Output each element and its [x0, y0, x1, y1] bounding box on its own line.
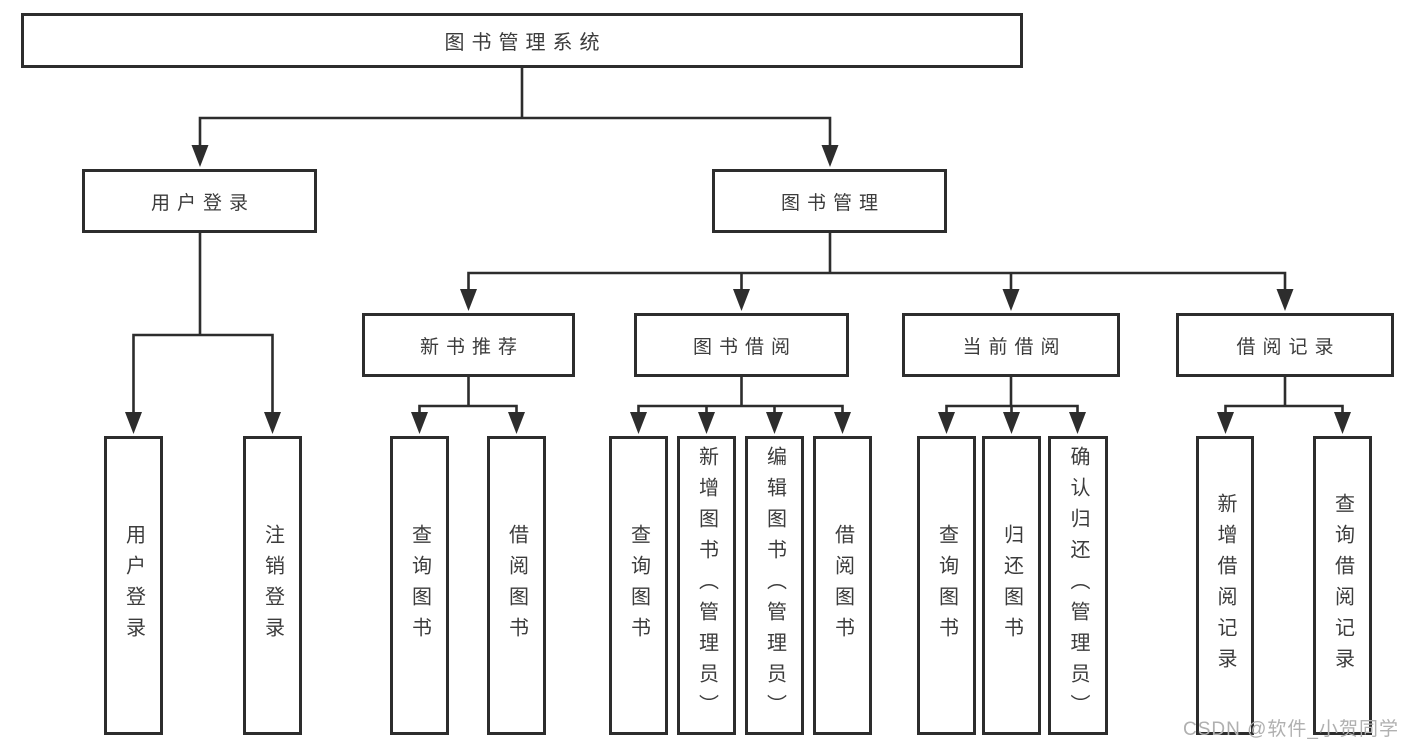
node-user-login-label: 用户登录: [150, 192, 255, 214]
connector-root-to-level2: [191, 66, 839, 167]
leaf-borrow-books-recommend: 借阅图书: [487, 436, 546, 735]
node-borrow-records: 借阅记录: [1176, 313, 1394, 377]
connector-current-borrow-to-leaves: [938, 375, 1086, 434]
leaf-confirm-return-admin-label: 确认归还（管理员）: [1067, 446, 1089, 725]
arrowhead: [1276, 289, 1294, 311]
arrowhead: [508, 412, 525, 434]
leaf-query-books-current: 查询图书: [917, 436, 976, 735]
leaf-return-books: 归还图书: [982, 436, 1041, 735]
node-new-book-recommend-label: 新书推荐: [419, 336, 524, 358]
leaf-add-borrow-record-label: 新增借阅记录: [1214, 492, 1236, 679]
node-borrow-records-label: 借阅记录: [1236, 336, 1341, 358]
arrowhead: [264, 412, 281, 434]
arrowhead: [1069, 412, 1086, 434]
connector-line: [198, 66, 832, 155]
leaf-logout: 注销登录: [243, 436, 302, 735]
leaf-user-login: 用户登录: [104, 436, 163, 735]
arrowhead: [821, 145, 839, 167]
arrowhead: [125, 412, 142, 434]
node-current-borrow: 当前借阅: [902, 313, 1120, 377]
connector-line: [132, 231, 274, 422]
leaf-query-books-borrow-label: 查询图书: [627, 523, 650, 648]
leaf-query-borrow-record-label: 查询借阅记录: [1331, 492, 1354, 679]
node-book-borrow-label: 图书借阅: [692, 336, 797, 358]
arrowhead: [698, 412, 715, 434]
connector-book-management-to-level3: [460, 231, 1294, 311]
arrowhead: [1003, 412, 1020, 434]
connector-line: [637, 375, 844, 422]
connector-new-book-recommend-to-leaves: [411, 375, 525, 434]
leaf-query-books-recommend-label: 查询图书: [408, 523, 431, 648]
leaf-borrow-books-label: 借阅图书: [831, 523, 854, 648]
arrowhead: [938, 412, 955, 434]
leaf-user-login-label: 用户登录: [122, 523, 145, 648]
arrowhead: [191, 145, 209, 167]
node-root-label: 图书管理系统: [444, 32, 607, 54]
leaf-query-borrow-record: 查询借阅记录: [1313, 436, 1372, 735]
leaf-add-books-admin-label: 新增图书（管理员）: [695, 446, 718, 725]
connector-line: [1224, 375, 1344, 422]
connector-line: [467, 231, 1287, 299]
leaf-query-books-recommend: 查询图书: [390, 436, 449, 735]
csdn-watermark: CSDN @软件_小贺同学: [1183, 719, 1399, 740]
leaf-return-books-label: 归还图书: [1000, 523, 1023, 648]
leaf-add-books-admin: 新增图书（管理员）: [677, 436, 736, 735]
node-book-management: 图书管理: [712, 169, 947, 233]
leaf-borrow-books: 借阅图书: [813, 436, 872, 735]
leaf-borrow-books-recommend-label: 借阅图书: [505, 523, 528, 648]
arrowhead: [1002, 289, 1020, 311]
node-book-management-label: 图书管理: [780, 192, 885, 214]
arrowhead: [834, 412, 851, 434]
leaf-edit-books-admin: 编辑图书（管理员）: [745, 436, 804, 735]
arrowhead: [411, 412, 428, 434]
leaf-confirm-return-admin: 确认归还（管理员）: [1048, 436, 1108, 735]
connector-book-borrow-to-leaves: [630, 375, 851, 434]
arrowhead: [1334, 412, 1351, 434]
leaf-query-books-current-label: 查询图书: [935, 523, 958, 648]
leaf-logout-label: 注销登录: [261, 523, 284, 648]
leaf-query-books-borrow: 查询图书: [609, 436, 668, 735]
node-root: 图书管理系统: [21, 13, 1023, 68]
arrowhead: [766, 412, 783, 434]
leaf-add-borrow-record: 新增借阅记录: [1196, 436, 1254, 735]
connector-user-login-to-leaves: [125, 231, 281, 434]
connector-borrow-records-to-leaves: [1217, 375, 1351, 434]
arrowhead: [1217, 412, 1234, 434]
arrowhead: [630, 412, 647, 434]
node-user-login: 用户登录: [82, 169, 317, 233]
arrowhead: [460, 289, 477, 311]
leaf-edit-books-admin-label: 编辑图书（管理员）: [763, 446, 786, 725]
node-current-borrow-label: 当前借阅: [962, 336, 1067, 358]
arrowhead: [733, 289, 750, 311]
connector-line: [418, 375, 518, 422]
node-book-borrow: 图书借阅: [634, 313, 849, 377]
node-new-book-recommend: 新书推荐: [362, 313, 575, 377]
